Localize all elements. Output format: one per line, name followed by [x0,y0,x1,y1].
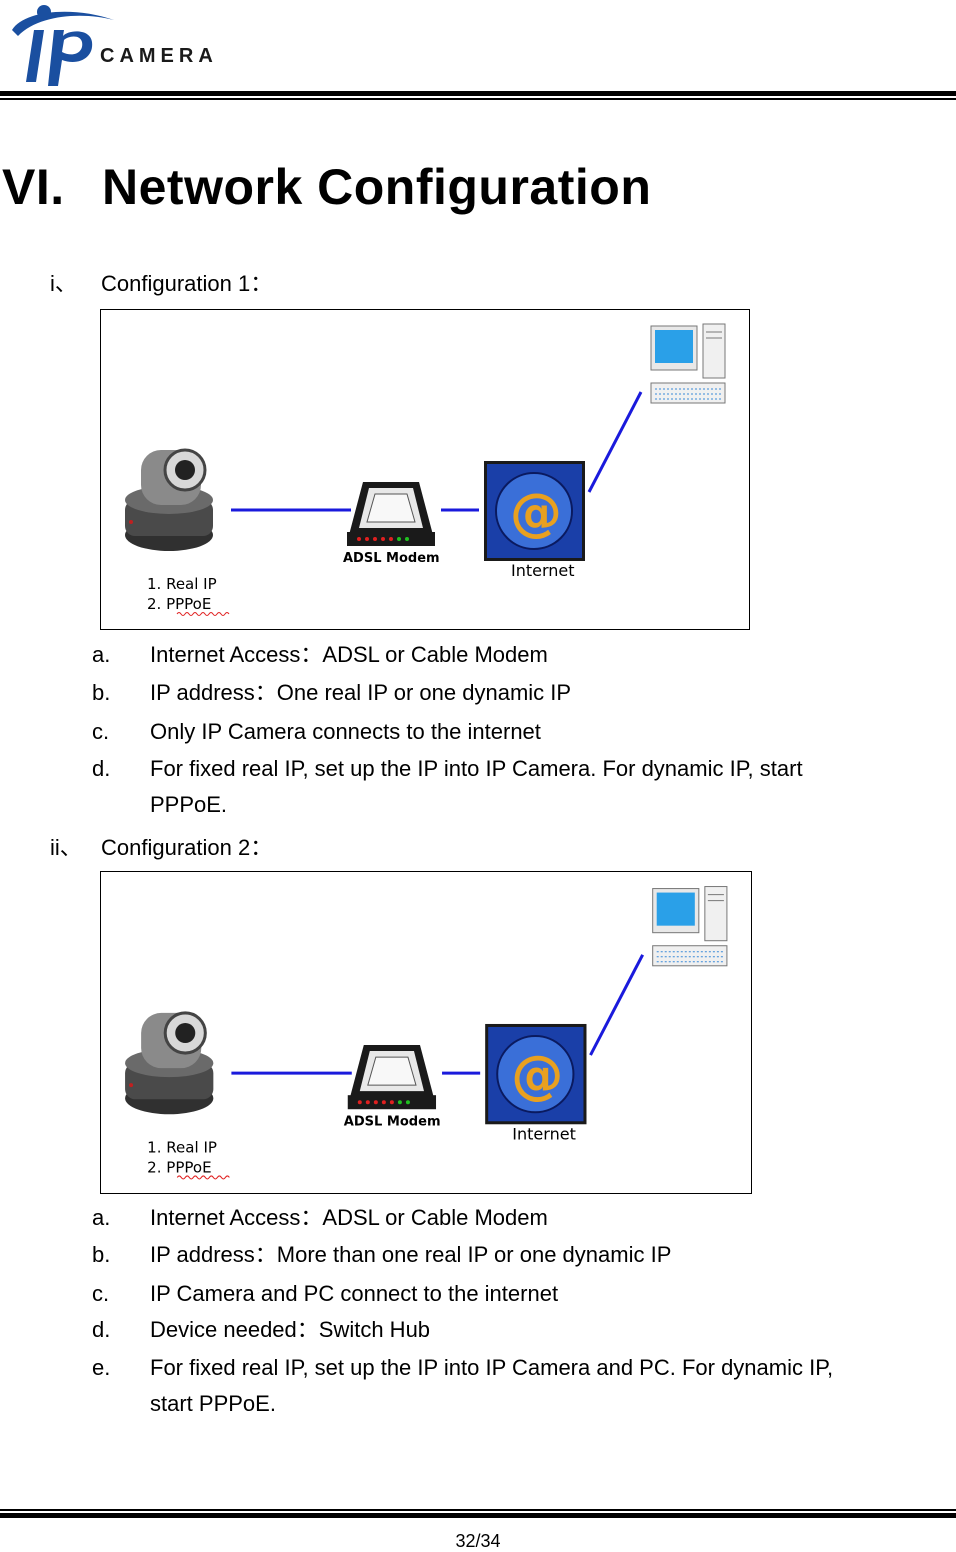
list-item: b.IP address：More than one real IP or on… [92,1242,672,1267]
camera-label-2: 2. PPPoE [147,595,211,613]
list-item: a.Internet Access：ADSL or Cable Modem [92,642,548,667]
list-item: b.IP address：One real IP or one dynamic … [92,680,572,705]
section-mark: i、 [50,271,77,296]
internet-label: Internet [511,561,575,580]
list-item: d.Device needed：Switch Hub [92,1317,431,1342]
footer-rule [0,1509,956,1511]
internet-icon: @ [484,461,585,561]
footer-rule [0,1513,956,1518]
camera-label-2: 2. PPPoE [147,1158,211,1176]
pc-icon [650,323,726,404]
section-heading-2: ii、 Configuration 2： [50,830,272,862]
svg-text:@: @ [510,483,562,543]
svg-text:@: @ [511,1046,563,1106]
camera-label-1: 1. Real IP [147,1138,217,1156]
section-heading-text: Configuration 1： [101,271,273,296]
logo-text: CAMERA [100,45,218,67]
adsl-modem-icon [347,482,435,546]
ip-camera-icon [125,448,213,551]
title-number: VI. [2,159,65,215]
page-title: VI. Network Configuration [2,158,651,216]
modem-label: ADSL Modem [343,551,440,566]
network-diagram-2: ADSL Modem @ Internet 1. Real IP 2. PPPo… [100,871,752,1194]
pc-icon [652,886,728,967]
modem-label: ADSL Modem [344,1114,441,1129]
list-item: e.For fixed real IP, set up the IP into … [92,1355,834,1416]
list-item: c.IP Camera and PC connect to the intern… [92,1281,559,1306]
title-text: Network Configuration [102,159,652,215]
ip-camera-logo: CAMERA [12,5,218,86]
section-heading-1: i、 Configuration 1： [50,266,272,298]
ip-camera-icon [125,1011,214,1115]
network-diagram-1: ADSL Modem @ Internet 1. Real IP 2. PPPo… [100,309,750,630]
section-heading-text: Configuration 2： [101,835,273,860]
list-item: c.Only IP Camera connects to the interne… [92,719,541,744]
list-item: a.Internet Access：ADSL or Cable Modem [92,1205,548,1230]
section-mark: ii、 [50,835,82,860]
page-header: CAMERA [0,0,956,100]
list-item: d.For fixed real IP, set up the IP into … [92,756,803,817]
internet-icon: @ [485,1023,587,1125]
camera-label-1: 1. Real IP [147,575,217,593]
adsl-modem-icon [347,1045,437,1110]
internet-label: Internet [512,1124,576,1143]
page-number: 32/34 [455,1531,501,1551]
